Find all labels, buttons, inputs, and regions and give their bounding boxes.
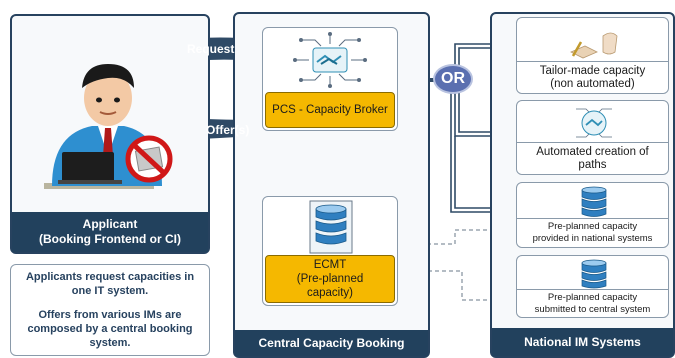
automated-line-1: Automated creation of bbox=[536, 145, 649, 158]
applicant-footer: Applicant (Booking Frontend or CI) bbox=[12, 212, 208, 252]
offers-label: Offer(s) bbox=[206, 123, 250, 137]
pcs-label: PCS - Capacity Broker bbox=[265, 92, 395, 128]
applicant-panel: Applicant (Booking Frontend or CI) bbox=[10, 14, 210, 254]
ecmt-line-1: ECMT bbox=[313, 259, 347, 271]
tailor-made-line-2: (non automated) bbox=[550, 77, 635, 90]
automated-line-2: paths bbox=[578, 158, 607, 171]
im-item-preplanned-submitted: Pre-planned capacity submitted to centra… bbox=[516, 255, 669, 318]
applicant-title: Applicant bbox=[82, 217, 138, 231]
im-item-tailor-made: Tailor-made capacity (non automated) bbox=[516, 17, 669, 94]
central-footer: Central Capacity Booking bbox=[235, 330, 428, 356]
ecmt-line-3: capacity) bbox=[306, 287, 354, 299]
ecmt-label: ECMT (Pre-planned capacity) bbox=[265, 255, 395, 303]
database-small-icon-2 bbox=[581, 259, 607, 289]
preplanned-national-line-1: Pre-planned capacity bbox=[547, 221, 638, 232]
hand-writing-icon bbox=[570, 32, 618, 59]
dashed-connectors bbox=[405, 229, 515, 301]
applicant-person-icon bbox=[44, 64, 162, 189]
automated-label: Automated creation of paths bbox=[517, 142, 668, 174]
note-line-1: Applicants request capacities in one IT … bbox=[25, 271, 195, 297]
applicant-note: Applicants request capacities in one IT … bbox=[10, 264, 210, 356]
tailor-made-label: Tailor-made capacity (non automated) bbox=[517, 61, 668, 93]
tailor-made-line-1: Tailor-made capacity bbox=[539, 64, 646, 77]
ecmt-line-2: (Pre-planned bbox=[296, 273, 364, 285]
preplanned-national-label: Pre-planned capacity provided in nationa… bbox=[517, 218, 668, 247]
pcs-box: PCS - Capacity Broker bbox=[262, 27, 398, 131]
database-small-icon bbox=[581, 186, 607, 217]
ecmt-box: ECMT (Pre-planned capacity) bbox=[262, 196, 398, 306]
preplanned-submitted-line-1: Pre-planned capacity bbox=[547, 291, 638, 303]
or-badge: OR bbox=[433, 64, 473, 94]
im-item-preplanned-national: Pre-planned capacity provided in nationa… bbox=[516, 182, 669, 248]
preplanned-submitted-label: Pre-planned capacity submitted to centra… bbox=[517, 289, 668, 317]
database-icon bbox=[309, 200, 353, 254]
applicant-subtitle: (Booking Frontend or CI) bbox=[39, 232, 181, 246]
stop-icon bbox=[125, 135, 173, 183]
note-line-2: Offers from various IMs are composed by … bbox=[27, 309, 193, 349]
handshake-circuit-small-icon bbox=[576, 108, 612, 138]
national-footer: National IM Systems bbox=[492, 328, 673, 356]
handshake-circuit-icon bbox=[293, 32, 367, 88]
request-label: Request bbox=[187, 42, 235, 56]
preplanned-national-line-2: provided in national systems bbox=[532, 233, 653, 244]
im-item-automated: Automated creation of paths bbox=[516, 100, 669, 175]
preplanned-submitted-line-2: submitted to central system bbox=[534, 303, 651, 315]
